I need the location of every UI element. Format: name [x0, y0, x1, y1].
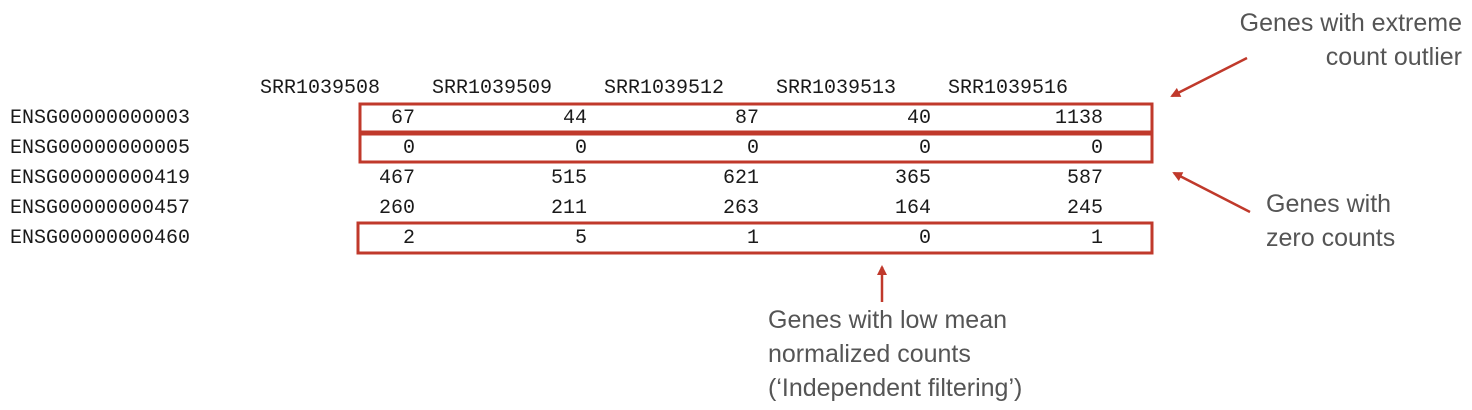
gene-id: ENSG00000000003: [10, 107, 191, 130]
low-mean-annotation: Genes with low mean normalized counts (‘…: [768, 303, 1022, 405]
column-header-5: SRR1039516: [948, 77, 1069, 100]
count-cell: 0: [1090, 137, 1103, 160]
count-cell: 1: [1090, 227, 1103, 250]
zero-annotation-line-2: zero counts: [1266, 224, 1396, 252]
outlier-annotation-line-2: count outlier: [1325, 43, 1462, 71]
count-cell: 0: [574, 137, 587, 160]
outlier-arrow: [1170, 56, 1248, 98]
zero-row-highlight: [358, 132, 1154, 164]
gene-id: ENSG00000000457: [10, 197, 191, 220]
count-cell: 2: [402, 227, 415, 250]
gene-id: ENSG00000000005: [10, 137, 191, 160]
count-cell: 515: [550, 167, 587, 190]
count-cell: 67: [390, 107, 415, 130]
count-cell: 0: [746, 137, 759, 160]
count-cell: 5: [574, 227, 587, 250]
low-mean-annotation-line-1: Genes with low mean: [768, 306, 1008, 334]
column-header-4: SRR1039513: [776, 77, 897, 100]
count-cell: 621: [722, 167, 759, 190]
count-cell: 0: [402, 137, 415, 160]
count-cell: 365: [894, 167, 931, 190]
count-cell: 0: [918, 137, 931, 160]
count-cell: 164: [894, 197, 931, 220]
count-cell: 587: [1066, 167, 1103, 190]
zero-arrow: [1172, 171, 1251, 214]
count-cell: 1138: [1054, 107, 1103, 130]
low-mean-annotation-line-2: normalized counts: [768, 340, 971, 368]
column-header-1: SRR1039508: [260, 77, 381, 100]
outlier-annotation: Genes with extreme count outlier: [1240, 6, 1462, 74]
count-cell: 40: [906, 107, 931, 130]
outlier-annotation-line-1: Genes with extreme: [1239, 9, 1462, 37]
zero-annotation-line-1: Genes with: [1266, 190, 1392, 218]
column-header-2: SRR1039509: [432, 77, 553, 100]
low-mean-row-highlight: [356, 221, 1154, 255]
outlier-row-highlight: [358, 102, 1154, 134]
count-cell: 1: [746, 227, 759, 250]
gene-id: ENSG00000000460: [10, 227, 191, 250]
count-cell: 0: [918, 227, 931, 250]
gene-id: ENSG00000000419: [10, 167, 191, 190]
count-cell: 87: [734, 107, 759, 130]
count-cell: 263: [722, 197, 759, 220]
count-cell: 260: [378, 197, 415, 220]
count-cell: 467: [378, 167, 415, 190]
zero-annotation: Genes with zero counts: [1266, 187, 1395, 255]
count-cell: 211: [550, 197, 587, 220]
count-cell: 44: [562, 107, 587, 130]
low-mean-annotation-line-3: (‘Independent filtering’): [768, 374, 1023, 402]
column-header-3: SRR1039512: [604, 77, 725, 100]
count-cell: 245: [1066, 197, 1103, 220]
